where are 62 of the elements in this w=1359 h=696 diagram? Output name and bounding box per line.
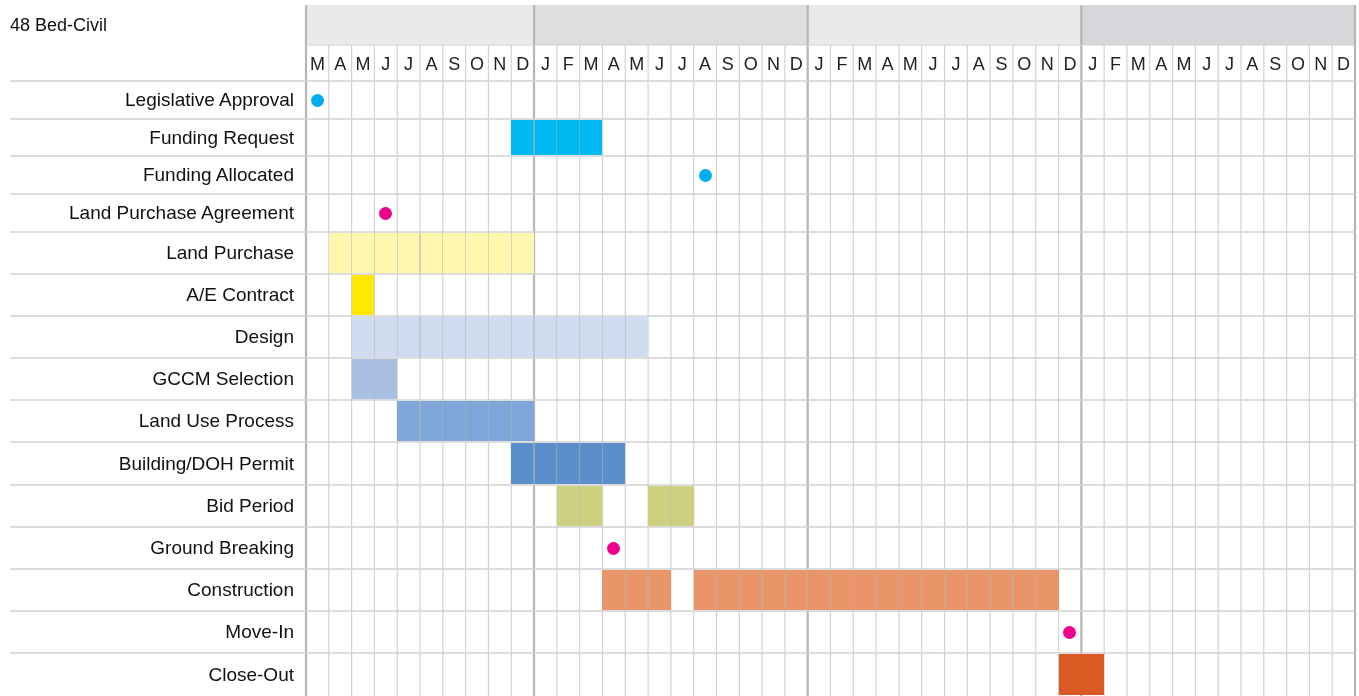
month-label: J xyxy=(380,53,392,76)
month-label: J xyxy=(403,53,415,76)
month-label: F xyxy=(561,53,575,76)
month-label: D xyxy=(1062,53,1078,76)
month-label: J xyxy=(539,53,551,76)
month-label: N xyxy=(1039,53,1055,76)
month-label: O xyxy=(469,53,486,76)
month-label: J xyxy=(1224,53,1236,76)
month-label: A xyxy=(333,53,348,76)
month-label: J xyxy=(1201,53,1213,76)
month-label: J xyxy=(950,53,962,76)
task-label: Construction xyxy=(186,578,294,602)
month-label: A xyxy=(1245,53,1260,76)
month-label: O xyxy=(1289,53,1306,76)
month-label: M xyxy=(1175,53,1193,76)
month-label: A xyxy=(424,53,439,76)
month-label: D xyxy=(1336,53,1352,76)
month-label: A xyxy=(1154,53,1169,76)
month-label: D xyxy=(515,53,531,76)
month-label: N xyxy=(1313,53,1329,76)
month-label: J xyxy=(653,53,665,76)
month-label: F xyxy=(835,53,849,76)
month-label: S xyxy=(720,53,735,76)
task-label: GCCM Selection xyxy=(151,367,294,391)
month-label: A xyxy=(971,53,986,76)
task-label: Funding Allocated xyxy=(141,163,294,187)
month-label: A xyxy=(606,53,621,76)
task-label: Legislative Approval xyxy=(124,88,294,112)
month-label: A xyxy=(880,53,895,76)
task-label: Land Use Process xyxy=(137,409,294,433)
month-label: S xyxy=(1268,53,1283,76)
task-label: Ground Breaking xyxy=(149,536,294,560)
task-label: Land Purchase xyxy=(165,241,294,265)
task-label: Land Purchase Agreement xyxy=(68,201,294,225)
month-label: F xyxy=(1109,53,1123,76)
month-label: J xyxy=(1087,53,1099,76)
task-label: Bid Period xyxy=(205,494,294,518)
month-label: M xyxy=(582,53,600,76)
month-label: M xyxy=(856,53,874,76)
month-label: N xyxy=(492,53,508,76)
month-label: M xyxy=(308,53,326,76)
month-label: M xyxy=(354,53,372,76)
month-label: N xyxy=(765,53,781,76)
month-label: S xyxy=(994,53,1009,76)
task-label: A/E Contract xyxy=(185,283,294,307)
chart-title: 48 Bed-Civil xyxy=(10,15,108,36)
task-label: Building/DOH Permit xyxy=(117,451,294,476)
month-label: J xyxy=(927,53,939,76)
month-label: O xyxy=(742,53,759,76)
month-label: J xyxy=(813,53,825,76)
task-label: Close-Out xyxy=(207,662,294,687)
month-label: M xyxy=(628,53,646,76)
month-label: M xyxy=(1129,53,1147,76)
task-label: Design xyxy=(233,325,294,349)
month-label: O xyxy=(1016,53,1033,76)
task-label: Move-In xyxy=(224,620,294,644)
month-label: J xyxy=(676,53,688,76)
task-label: Funding Request xyxy=(148,125,294,150)
month-label: S xyxy=(447,53,462,76)
month-label: M xyxy=(901,53,919,76)
month-label: D xyxy=(788,53,804,76)
month-label: A xyxy=(698,53,713,76)
